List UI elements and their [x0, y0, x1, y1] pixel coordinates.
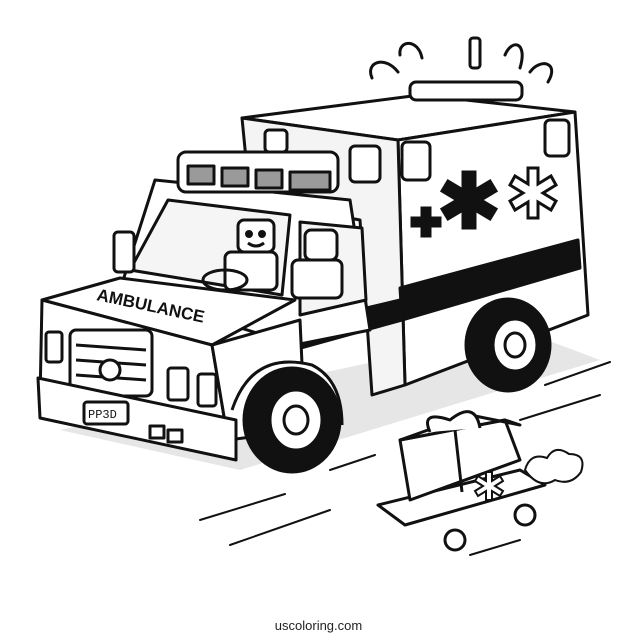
antenna [468, 36, 482, 70]
passenger-figure [290, 228, 344, 300]
star-of-life-icon [439, 166, 559, 230]
driver-figure [201, 218, 279, 292]
siren-flash-lines [369, 41, 554, 84]
front-wheel [230, 360, 344, 474]
gift-cart [376, 410, 547, 552]
rear-wheel [464, 297, 552, 393]
exhaust-cloud [523, 448, 584, 485]
gift-star-of-life-icon [473, 471, 505, 501]
speed-lines [199, 361, 611, 556]
medical-cross-icon [410, 206, 442, 238]
license-plate: PP3D [88, 408, 117, 422]
watermark: uscoloring.com [274, 618, 363, 633]
